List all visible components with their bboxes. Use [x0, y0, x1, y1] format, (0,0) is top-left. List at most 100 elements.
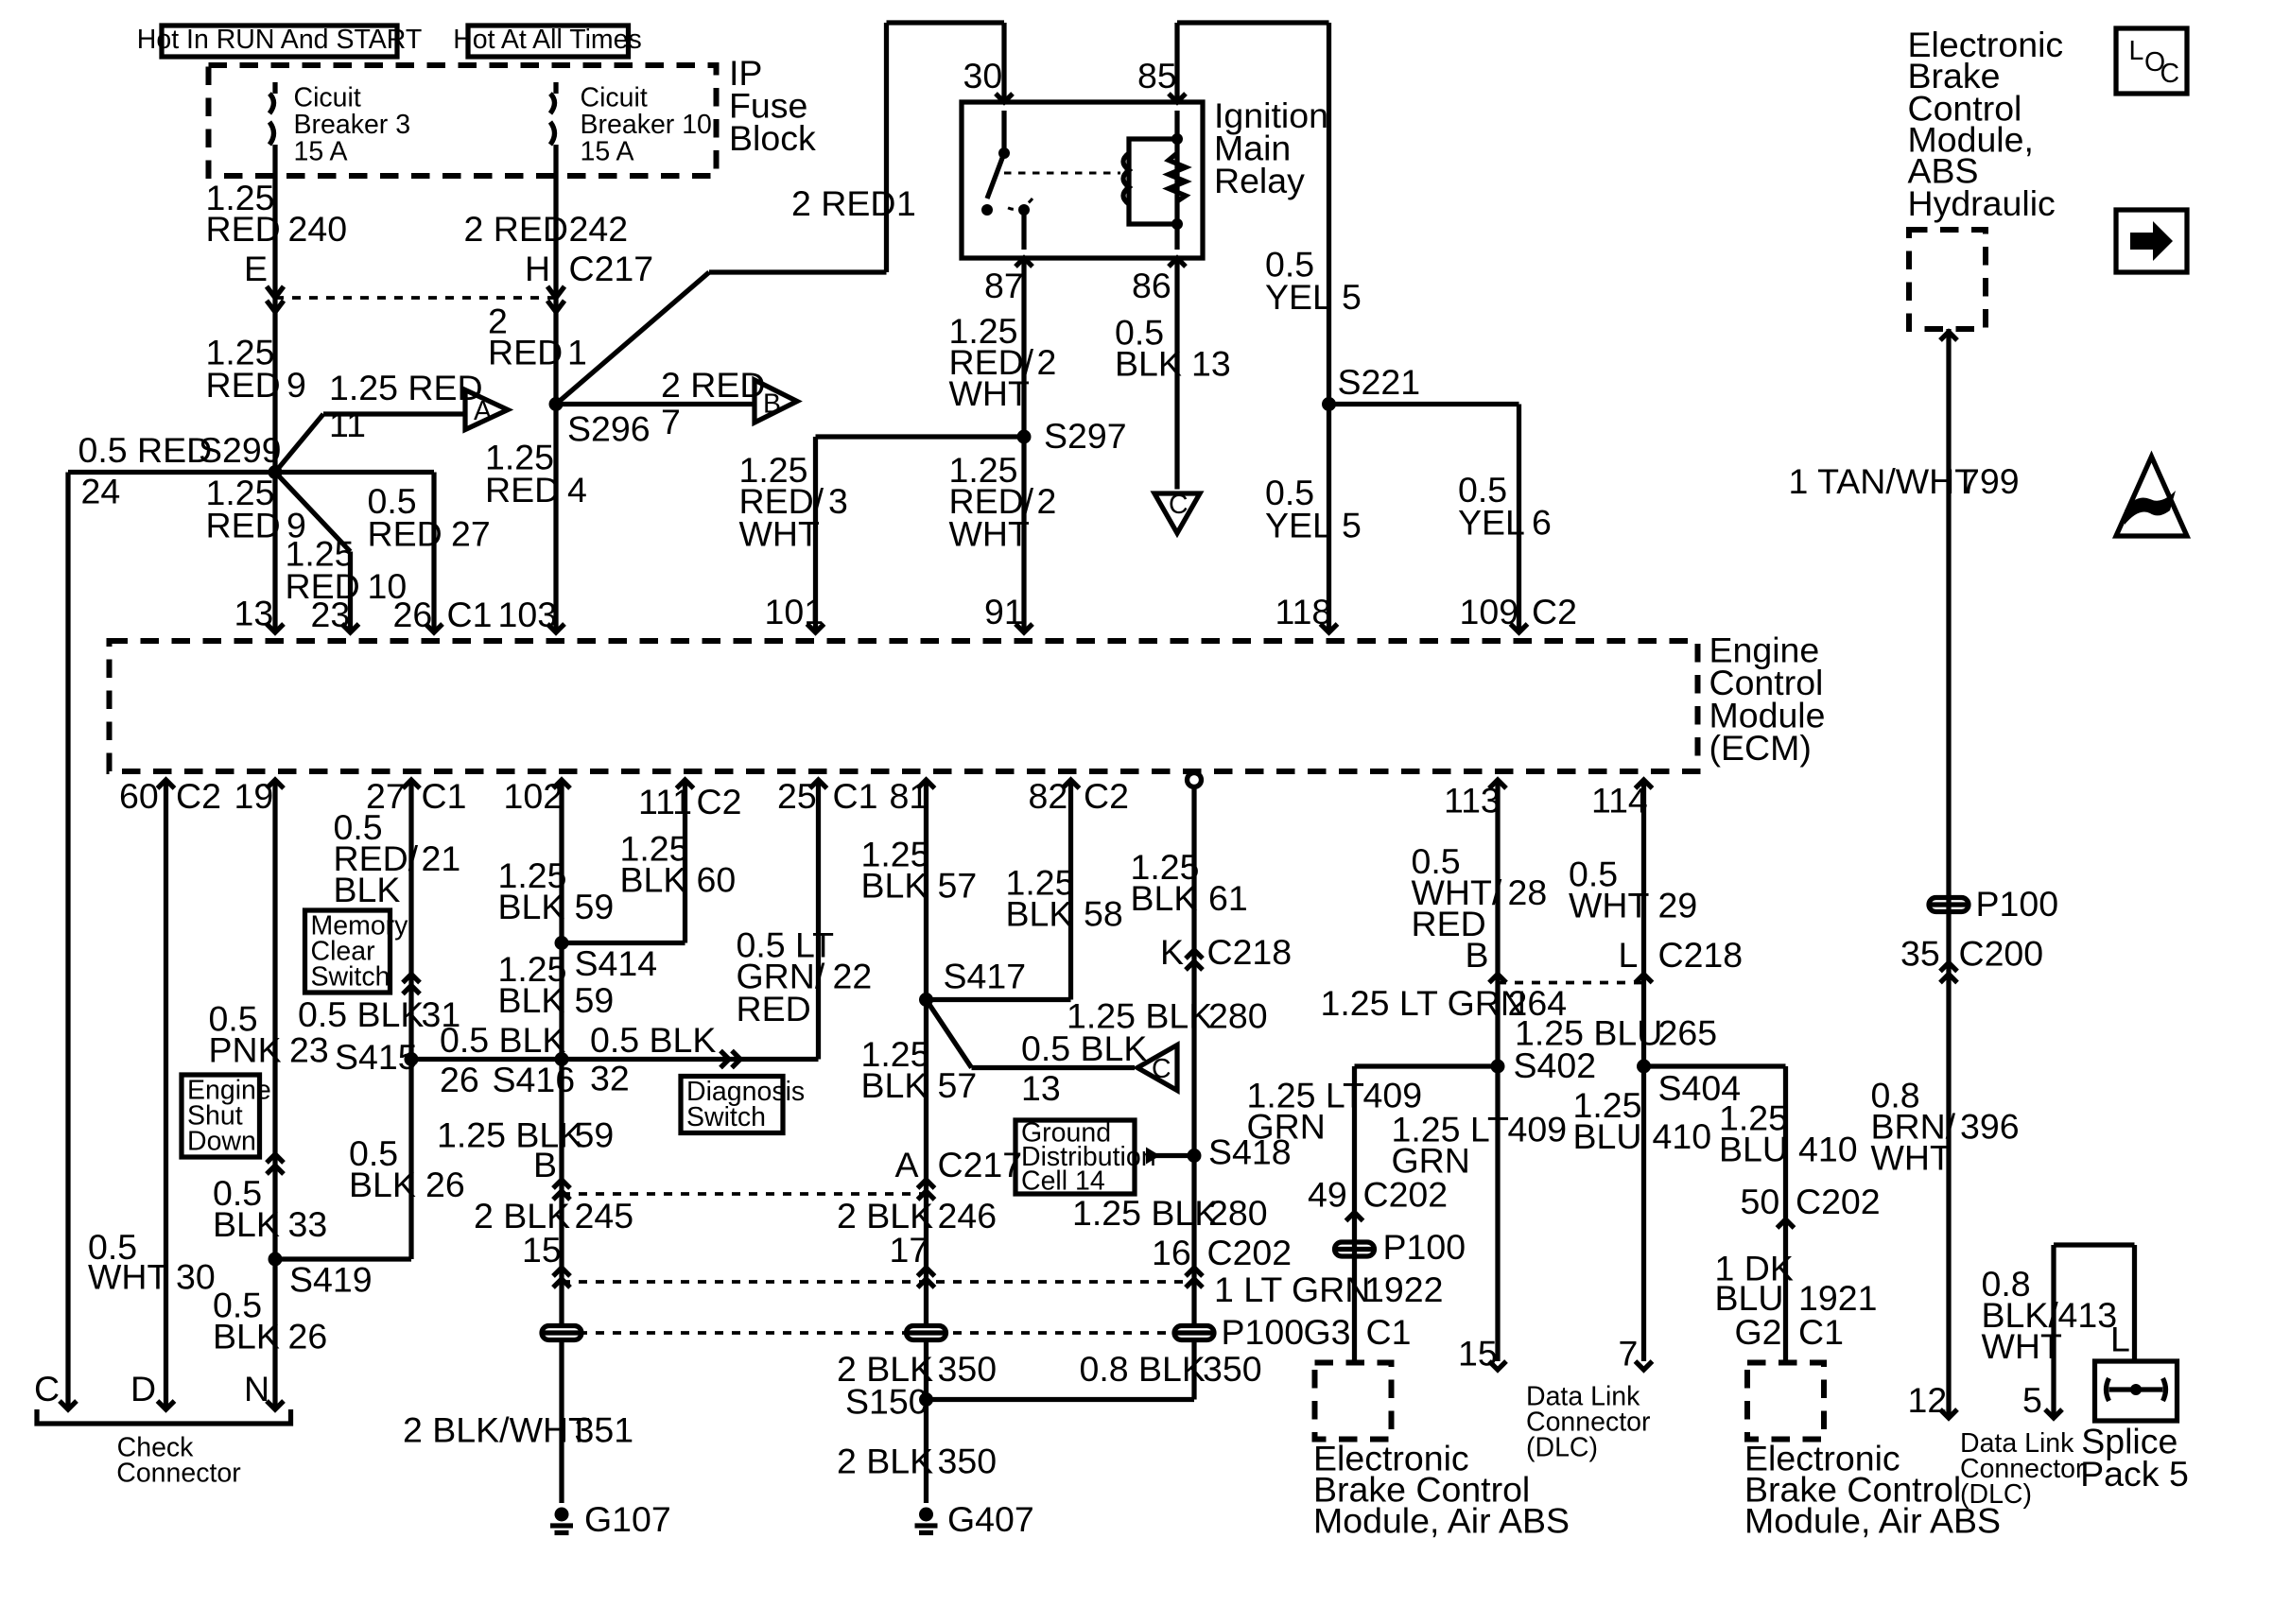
svg-text:A: A [474, 396, 492, 426]
fuse-block-outline [205, 62, 720, 179]
wire-label-l-240: 240 [288, 209, 348, 249]
splice-pack-5: Splice Pack 5 [2080, 1422, 2189, 1494]
wire-label-l-6: 6 [1532, 503, 1552, 543]
wire-label-l-05blk-26b: BLK [349, 1165, 416, 1204]
wire-label-l-S415: S415 [335, 1037, 418, 1077]
wire-label-l-1b: 1 [567, 333, 587, 372]
header-run-start: Hot In RUN And START [137, 25, 422, 55]
wire-label-l-08bw-a: 0.8 [1871, 1076, 1920, 1115]
wire-label-l-125blk-59e: 1.25 BLK [437, 1115, 582, 1155]
wire-label-l-125ltgrn-409c: 1.25 LT [1392, 1110, 1509, 1149]
wire-label-l-2blk-350b: 2 BLK [837, 1442, 933, 1481]
wire-label-l-05rb-a: 0.5 [334, 807, 383, 847]
wire-label-l-D: D [130, 1369, 156, 1408]
wire-label-l-409a: 409 [1363, 1076, 1423, 1115]
wire-label-l-125ltgrn-409d: GRN [1392, 1141, 1470, 1181]
wire-label-l-S404: S404 [1658, 1068, 1742, 1108]
header-all-times-box [465, 23, 632, 60]
wire-label-l-91: 91 [984, 592, 1024, 631]
ebcm-air-abs-left-outline [1311, 1359, 1395, 1443]
wire-label-l-125blk-61b: BLK [1131, 878, 1198, 918]
wire-label-l-1dkblu-a: 1 DK [1715, 1249, 1794, 1288]
wire-label-l-C200: C200 [1959, 934, 2044, 974]
wire-label-l-125red-10a: 1.25 [286, 534, 355, 574]
wire-label-l-05yel-5d: YEL [1265, 506, 1332, 545]
wire-label-l-P100a: P100 [1383, 1227, 1466, 1267]
wire-label-l-118: 118 [1275, 592, 1332, 631]
wire-label-l-Lsp: L [2110, 1320, 2130, 1359]
wire-label-l-K: K [1160, 932, 1184, 972]
wire-label-l-08blkwht-a: 0.8 [1982, 1264, 2031, 1304]
check-connector-bracket [34, 1409, 294, 1426]
wire-label-l-59b: 59 [575, 980, 615, 1020]
wire-label-l-05yel-5c: 0.5 [1265, 473, 1314, 512]
wire-label-l-13: 13 [234, 594, 274, 633]
loc-icon: L O C [2113, 26, 2190, 96]
ground-distribution-cell-box [1013, 1117, 1137, 1197]
wire-label-l-103: 103 [498, 595, 558, 634]
wire-label-l-9b: 9 [286, 506, 306, 545]
ground-connector-C-lower-icon [1132, 1040, 1180, 1096]
wire-label-l-17: 17 [890, 1230, 929, 1270]
ground-connector-C-icon [1150, 491, 1205, 539]
ground-icon [550, 1507, 573, 1536]
wire-label-l-C202a: C202 [1363, 1175, 1449, 1215]
wire-label-l-125blu-265: 1.25 BLU [1515, 1013, 1662, 1053]
wire-label-l-125red-240a: 1.25 [206, 178, 275, 217]
wire-label-l-05blk-S416: 0.5 BLK [440, 1020, 565, 1060]
wire-label-l-24: 24 [81, 472, 121, 511]
wire-label-l-1tanwht: 1 TAN/WHT [1789, 461, 1977, 501]
wire-label-l-05wr-b: WHT/ [1412, 872, 1502, 912]
wire-label-l-125blu-410c: 1.25 [1719, 1098, 1788, 1138]
wire-label-l-22: 22 [833, 957, 873, 996]
wire-label-l-2red-1: 2 RED [791, 183, 895, 223]
wire-label-l-125blk-57a: 1.25 [861, 835, 930, 874]
wire-label-l-125blk-61a: 1.25 [1131, 847, 1200, 887]
wire-label-l-05pnk-a: 0.5 [209, 999, 258, 1039]
wire-label-l-S297: S297 [1044, 416, 1127, 456]
wire-label-l-C1a: C1 [447, 595, 493, 634]
wire-label-l-05blk-31: 0.5 BLK [298, 994, 424, 1034]
wire-label-l-S402: S402 [1514, 1045, 1597, 1085]
wire-label-l-05blk-13b: BLK [1115, 344, 1182, 384]
wire-label-l-1922: 1922 [1364, 1270, 1443, 1309]
wire-label-l-26a: 26 [393, 595, 433, 634]
wire-label-l-05blk-13c: 0.5 BLK [1021, 1028, 1147, 1068]
memory-clear-switch: Memory Clear Switch [311, 911, 416, 993]
wire-label-l-L1: L [1619, 935, 1639, 975]
wire-label-l-125blk-58b: BLK [1006, 894, 1073, 934]
dlc-label-right: Data Link Connector (DLC) [1960, 1428, 2091, 1510]
wire-label-l-2a: 2 [1037, 342, 1057, 382]
wire-label-l-29: 29 [1658, 886, 1698, 925]
wire-label-l-125rw-2f: WHT [949, 514, 1030, 554]
wire-label-l-1921: 1921 [1798, 1278, 1877, 1318]
wire-label-l-125red-9c: 1.25 [206, 473, 275, 512]
wire-label-l-S416: S416 [493, 1060, 576, 1099]
wire-label-l-2redv-b: RED [488, 333, 563, 372]
wire-label-l-05blk-32: 0.5 BLK [590, 1020, 716, 1060]
wire-label-l-05pnk-b: PNK [209, 1030, 282, 1070]
wire-label-l-P100c: P100 [1976, 884, 2059, 924]
wire-label-l-125blk-280: 1.25 BLK [1067, 996, 1212, 1036]
wire-label-l-410b: 410 [1798, 1130, 1858, 1169]
wire-label-l-113: 113 [1444, 781, 1501, 821]
wire-label-l-125red-9a: 1.25 [206, 333, 275, 372]
wire-label-l-125rw-2e: RED/ [949, 481, 1034, 521]
header-all-times: Hot At All Times [453, 25, 642, 55]
wire-label-l-E: E [244, 249, 268, 288]
wire-label-l-125ltgrn-409a: 1.25 LT [1247, 1076, 1364, 1115]
dlc-label-left: Data Link Connector (DLC) [1526, 1382, 1657, 1463]
wire-label-l-59c: 59 [575, 1115, 615, 1155]
ecm-top-pin-arrows [265, 622, 1530, 636]
wire-label-l-08bw-b: BRN/ [1871, 1107, 1956, 1147]
wire-label-l-5a: 5 [1342, 277, 1362, 317]
wire-label-l-86: 86 [1132, 266, 1171, 305]
wire-label-l-125red-9d: RED [206, 506, 281, 545]
fuse-block-name: IP Fuse Block [729, 53, 818, 158]
wire-label-l-2b: 2 [1037, 481, 1057, 521]
engine-shut-down: Engine Shut Down [187, 1076, 279, 1157]
splice-S419 [268, 1252, 283, 1267]
wire-label-l-125blk-58a: 1.25 [1006, 863, 1075, 903]
wire-label-l-125red-4a: 1.25 [485, 438, 554, 477]
